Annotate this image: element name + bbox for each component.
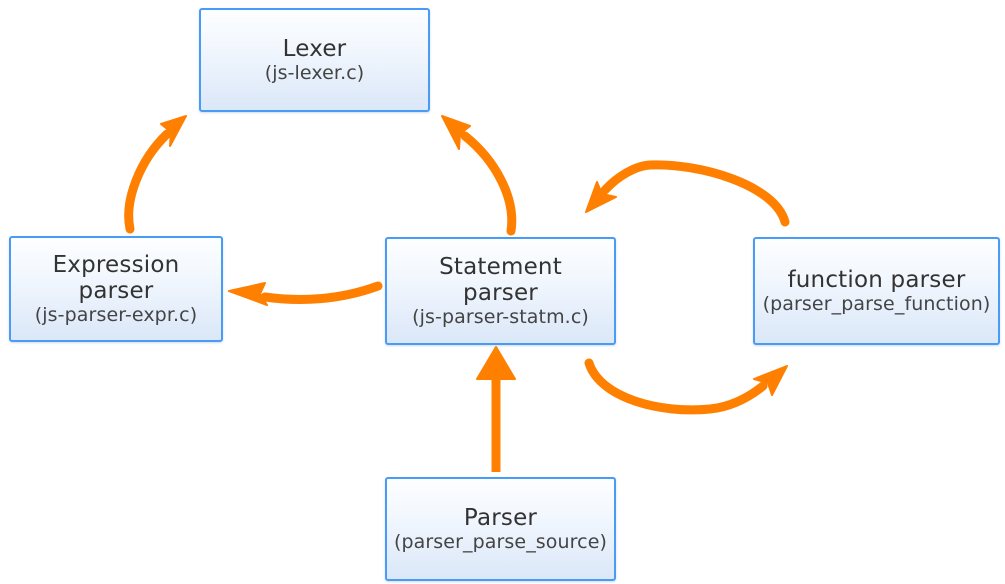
node-expression-parser[interactable]: Expression parser (js-parser-expr.c) xyxy=(9,236,223,342)
node-statement-parser[interactable]: Statement parser (js-parser-statm.c) xyxy=(385,237,616,345)
arrow-expression-to-lexer xyxy=(124,115,187,234)
node-lexer[interactable]: Lexer (js-lexer.c) xyxy=(199,8,430,112)
node-statement-parser-subtitle: (js-parser-statm.c) xyxy=(412,305,589,328)
node-statement-parser-title: Statement xyxy=(439,253,562,280)
node-statement-parser-title-line2: parser xyxy=(463,279,538,306)
node-parser-subtitle: (parser_parse_source) xyxy=(393,530,608,553)
node-parser[interactable]: Parser (parser_parse_source) xyxy=(385,477,616,581)
arrow-statement-to-lexer xyxy=(441,115,517,236)
node-lexer-subtitle: (js-lexer.c) xyxy=(264,61,365,84)
node-expression-parser-title-line2: parser xyxy=(78,277,154,304)
node-expression-parser-subtitle: (js-parser-expr.c) xyxy=(34,303,198,326)
node-lexer-title: Lexer xyxy=(282,35,347,62)
arrow-parser-to-statement xyxy=(476,346,516,472)
node-parser-title: Parser xyxy=(463,504,538,531)
arrow-statement-to-function xyxy=(584,358,788,415)
arrow-function-to-statement xyxy=(585,160,790,227)
arrow-statement-to-expression xyxy=(228,281,383,306)
node-function-parser-subtitle: (parser_parse_function) xyxy=(762,292,991,315)
node-function-parser-title: function parser xyxy=(787,266,966,293)
node-function-parser[interactable]: function parser (parser_parse_function) xyxy=(753,237,1000,345)
node-expression-parser-title: Expression xyxy=(52,251,180,278)
